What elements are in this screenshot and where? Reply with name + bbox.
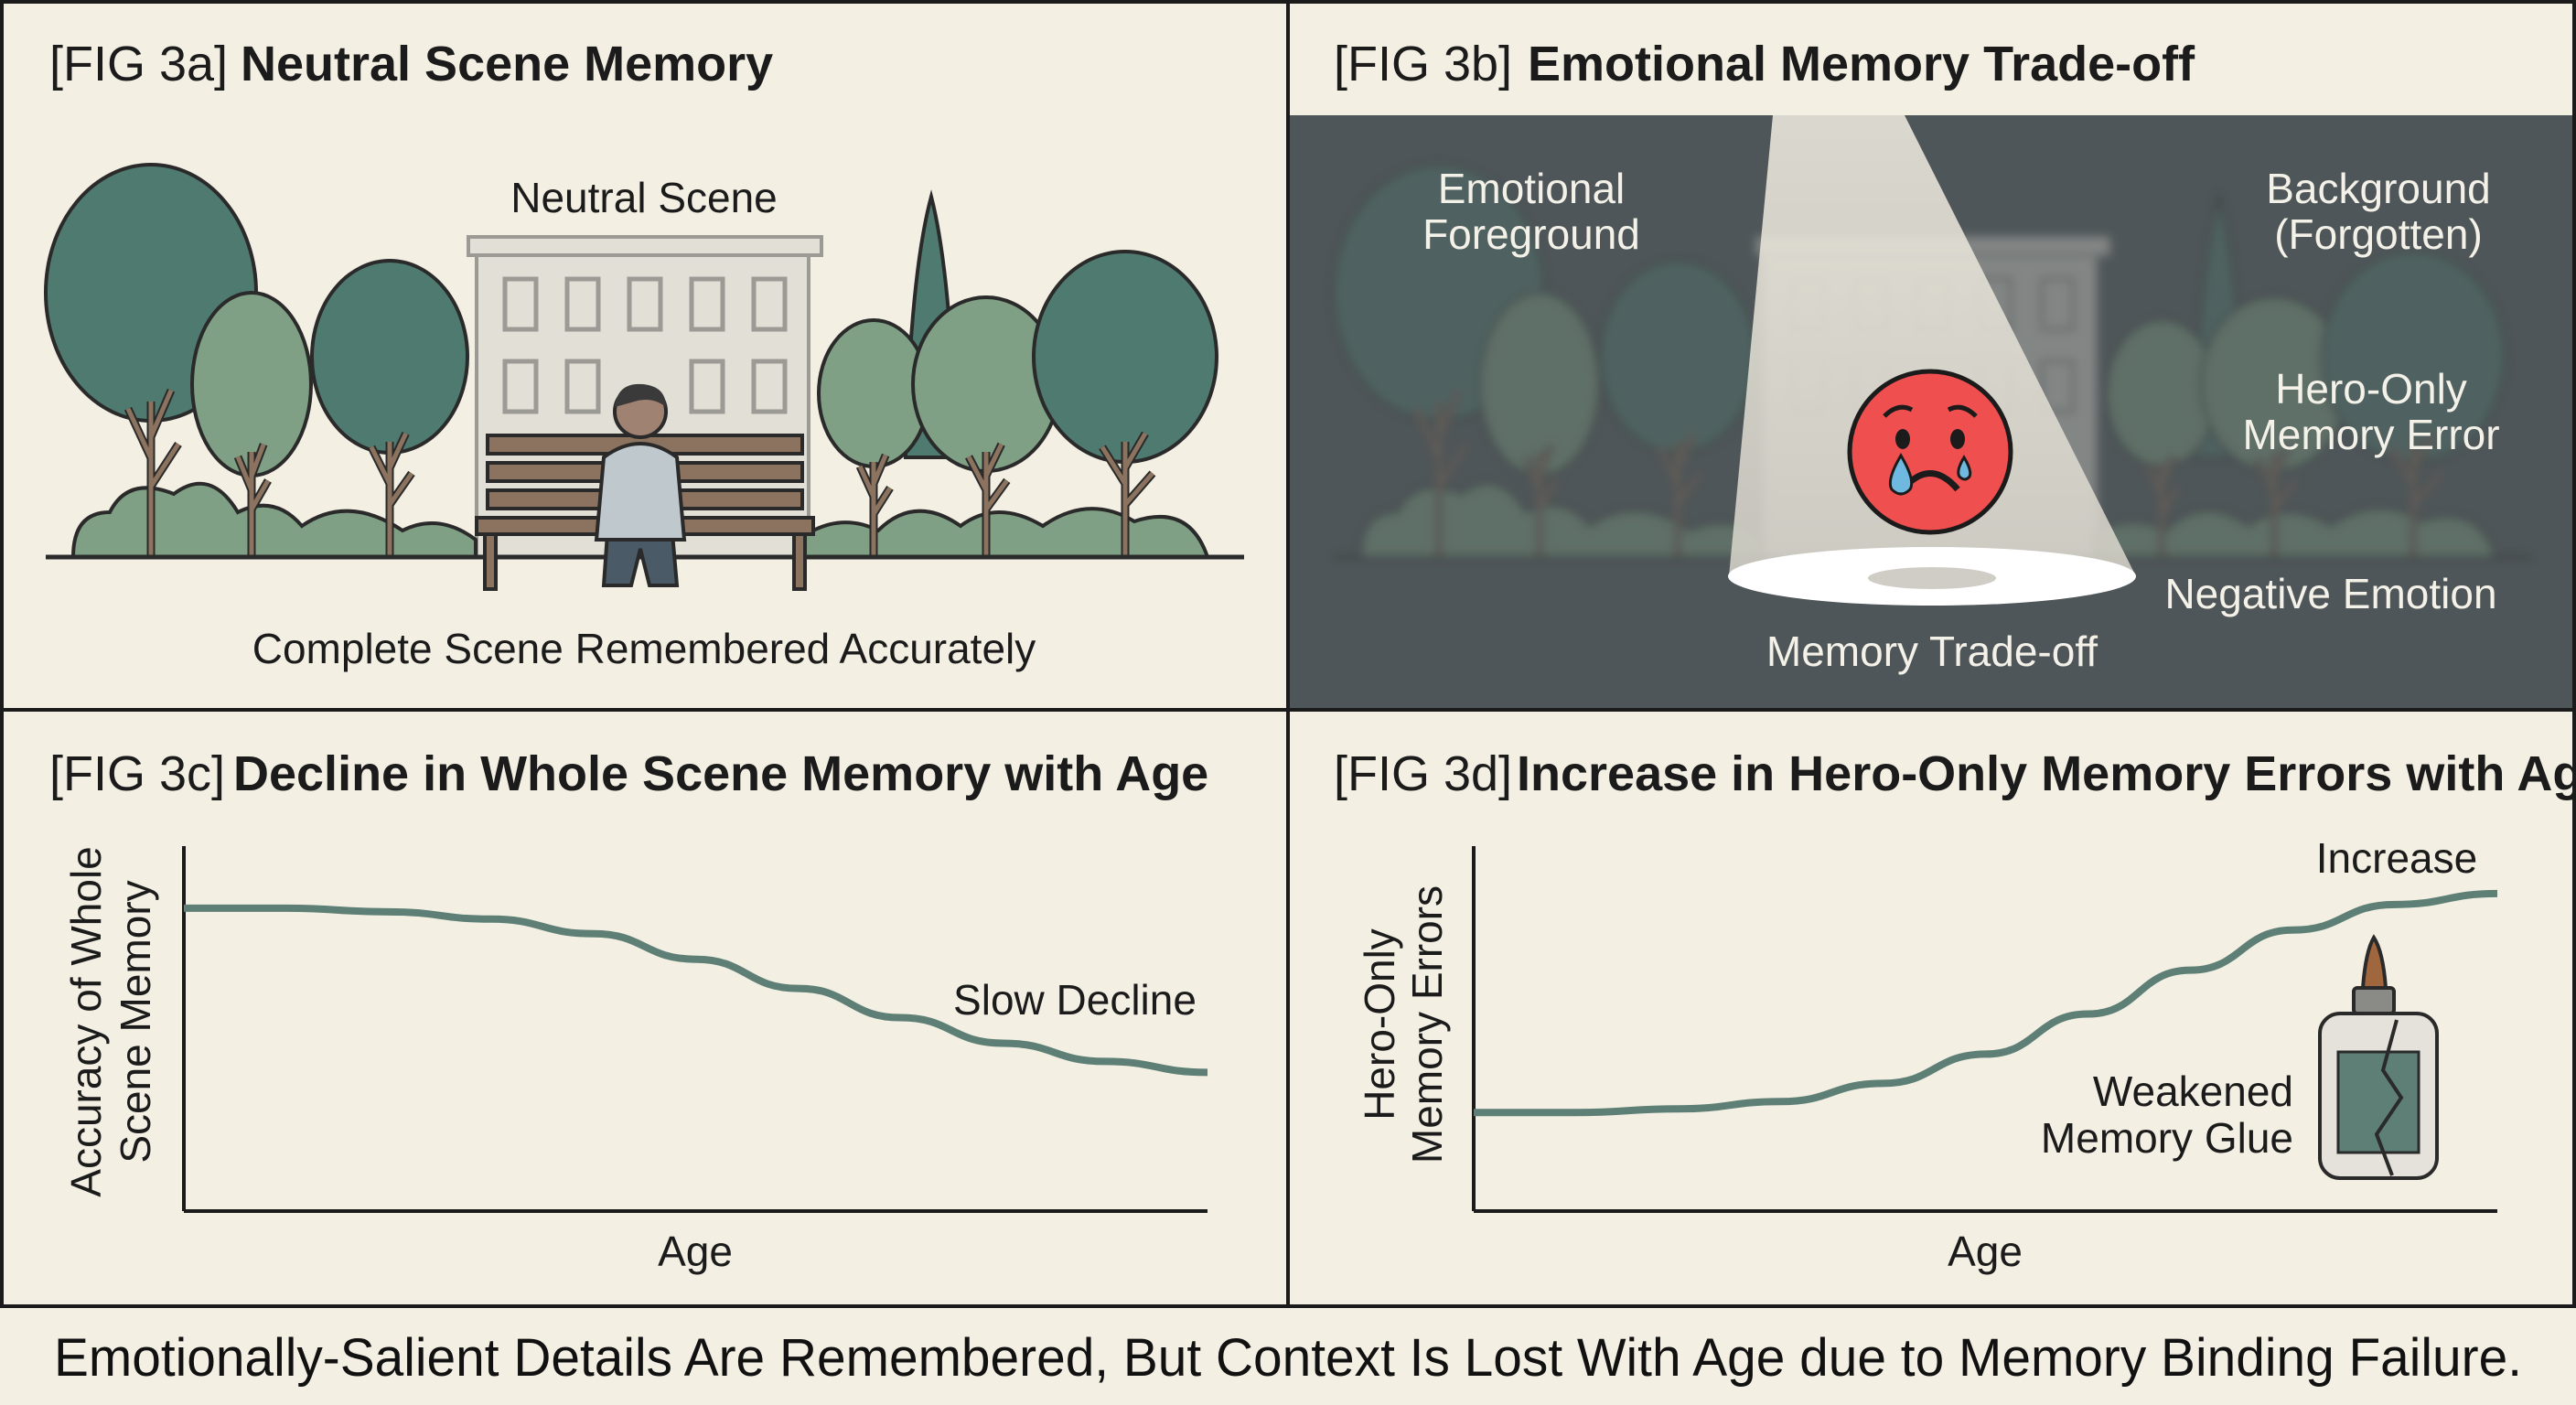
- panel-3c: [FIG 3c] Decline in Whole Scene Memory w…: [49, 746, 1208, 1275]
- glue-label-line1: Weakened: [2093, 1067, 2293, 1115]
- negative-emotion-label: Negative Emotion: [2164, 570, 2496, 617]
- panel-3a-tag: [FIG 3a]: [49, 37, 228, 91]
- footer-caption: Emotionally-Salient Details Are Remember…: [54, 1328, 2522, 1388]
- crying-face-icon: [1847, 369, 2013, 535]
- glue-bottle-icon: [2318, 934, 2439, 1180]
- y-axis-label-line1: Accuracy of Whole: [62, 846, 110, 1196]
- error-label-line2: Memory Error: [2242, 411, 2499, 458]
- panel-3d-tag: [FIG 3d]: [1334, 746, 1512, 801]
- panel-3a: [FIG 3a] Neutral Scene Memory Neutral Sc…: [46, 37, 1244, 672]
- background-label-line2: (Forgotten): [2274, 210, 2483, 258]
- foreground-label-line2: Foreground: [1422, 210, 1640, 258]
- panel-3d-title: Increase in Hero-Only Memory Errors with…: [1517, 746, 2576, 801]
- curve-annotation: Increase: [2316, 834, 2477, 882]
- error-label-line1: Hero-Only: [2275, 365, 2467, 413]
- y-axis-label-line2: Scene Memory: [112, 880, 159, 1163]
- y-axis-label-line1: Hero-Only: [1356, 928, 1403, 1121]
- background-label-line1: Background: [2266, 165, 2491, 212]
- panel-3d: [FIG 3d] Increase in Hero-Only Memory Er…: [1334, 746, 2576, 1275]
- curve-annotation: Slow Decline: [953, 976, 1197, 1024]
- panel-3c-title: Decline in Whole Scene Memory with Age: [233, 746, 1208, 801]
- spotlight-cone: [1729, 115, 2136, 576]
- panel-3c-tag: [FIG 3c]: [49, 746, 225, 801]
- panel-borders: [0, 0, 2576, 1308]
- foreground-label-line1: Emotional: [1438, 165, 1626, 212]
- y-axis-label-line2: Memory Errors: [1403, 885, 1451, 1164]
- panel-3a-caption: Complete Scene Remembered Accurately: [252, 625, 1036, 672]
- panel-3a-title: Neutral Scene Memory: [241, 37, 773, 91]
- spotlight-shadow: [1868, 567, 1996, 589]
- decline-curve: [184, 904, 1208, 1077]
- panel-3b-tag: [FIG 3b]: [1334, 37, 1512, 91]
- x-axis-label: Age: [658, 1228, 733, 1275]
- panel-3b: [FIG 3b] Emotional Memory Trade-off Emot…: [1288, 37, 2576, 710]
- glue-label-line2: Memory Glue: [2041, 1114, 2293, 1162]
- x-axis-label: Age: [1948, 1228, 2023, 1275]
- person-icon: [594, 383, 687, 587]
- increase-curve: [1474, 889, 2498, 1117]
- panel-3b-title: Emotional Memory Trade-off: [1528, 37, 2195, 91]
- scene-label: Neutral Scene: [510, 174, 778, 221]
- memory-tradeoff-label: Memory Trade-off: [1766, 627, 2098, 675]
